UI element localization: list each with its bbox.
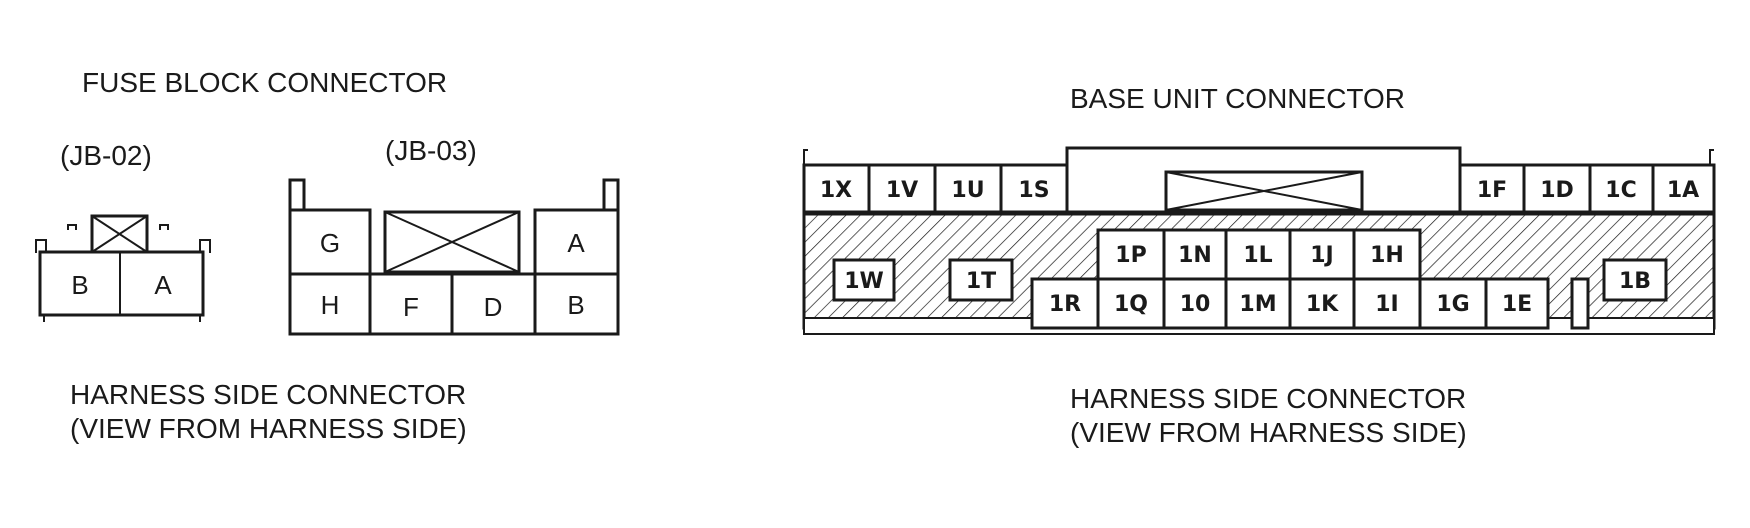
jb03-pin-d: D: [484, 292, 503, 322]
fuse-block-caption-line2: (VIEW FROM HARNESS SIDE): [70, 413, 467, 444]
jb02-connector: B A: [35, 214, 211, 322]
jb03-cell-d: [450, 272, 537, 336]
jb03-cell-b: [533, 272, 620, 336]
jb02-pin-a: A: [154, 270, 172, 300]
base-unit-connector: 1X 1V 1U 1S 1F 1D 1C 1A 1P 1N 1L 1J 1H 1…: [802, 146, 1716, 335]
jb03-latch-left: [288, 178, 306, 212]
pin-1h: 1H: [1370, 243, 1404, 268]
jb03-cell-g: [288, 208, 372, 276]
jb02-body: [38, 250, 205, 317]
jb03-cell-a: [533, 208, 620, 276]
jb03-cell-h: [288, 272, 372, 336]
pin-1m: 1M: [1239, 292, 1276, 317]
fuse-block-title: FUSE BLOCK CONNECTOR: [82, 67, 447, 98]
pin-1p: 1P: [1115, 243, 1146, 268]
base-unit-title: BASE UNIT CONNECTOR: [1070, 83, 1405, 114]
fuse-block-caption-line1: HARNESS SIDE CONNECTOR: [70, 379, 466, 410]
jb03-pin-g: G: [320, 228, 340, 258]
base-unit-caption-line1: HARNESS SIDE CONNECTOR: [1070, 383, 1466, 414]
jb03-pin-h: H: [321, 290, 340, 320]
base-unit-caption-line2: (VIEW FROM HARNESS SIDE): [1070, 417, 1467, 448]
pin-1x: 1X: [820, 178, 852, 203]
pin-10: 10: [1180, 292, 1211, 317]
pin-1w: 1W: [844, 269, 884, 294]
pin-1l: 1L: [1243, 243, 1272, 268]
pin-1r: 1R: [1049, 292, 1081, 317]
base-unit-key-slot: [1570, 277, 1590, 330]
pin-1f: 1F: [1477, 178, 1507, 203]
pin-1b: 1B: [1619, 269, 1651, 294]
pin-1d: 1D: [1540, 178, 1574, 203]
jb03-latch-right: [602, 178, 620, 212]
pin-1u: 1U: [951, 178, 984, 203]
jb03-pin-f: F: [403, 292, 419, 322]
pin-1n: 1N: [1178, 243, 1212, 268]
pin-1v: 1V: [886, 178, 918, 203]
jb03-pin-b: B: [567, 290, 584, 320]
jb03-connector: G A H F D B: [288, 178, 620, 336]
jb03-label: (JB-03): [385, 135, 477, 166]
pin-1i: 1I: [1375, 292, 1399, 317]
pin-1j: 1J: [1310, 243, 1334, 268]
pin-1s: 1S: [1018, 178, 1049, 203]
pin-1t: 1T: [966, 269, 996, 294]
pin-1c: 1C: [1605, 178, 1636, 203]
pin-1g: 1G: [1436, 292, 1469, 317]
jb02-pin-b: B: [71, 270, 88, 300]
pin-1k: 1K: [1306, 292, 1339, 317]
jb03-pin-a: A: [567, 228, 585, 258]
jb02-label: (JB-02): [60, 140, 152, 171]
pin-1a: 1A: [1667, 178, 1699, 203]
pin-1e: 1E: [1502, 292, 1532, 317]
pin-1q: 1Q: [1114, 292, 1148, 317]
